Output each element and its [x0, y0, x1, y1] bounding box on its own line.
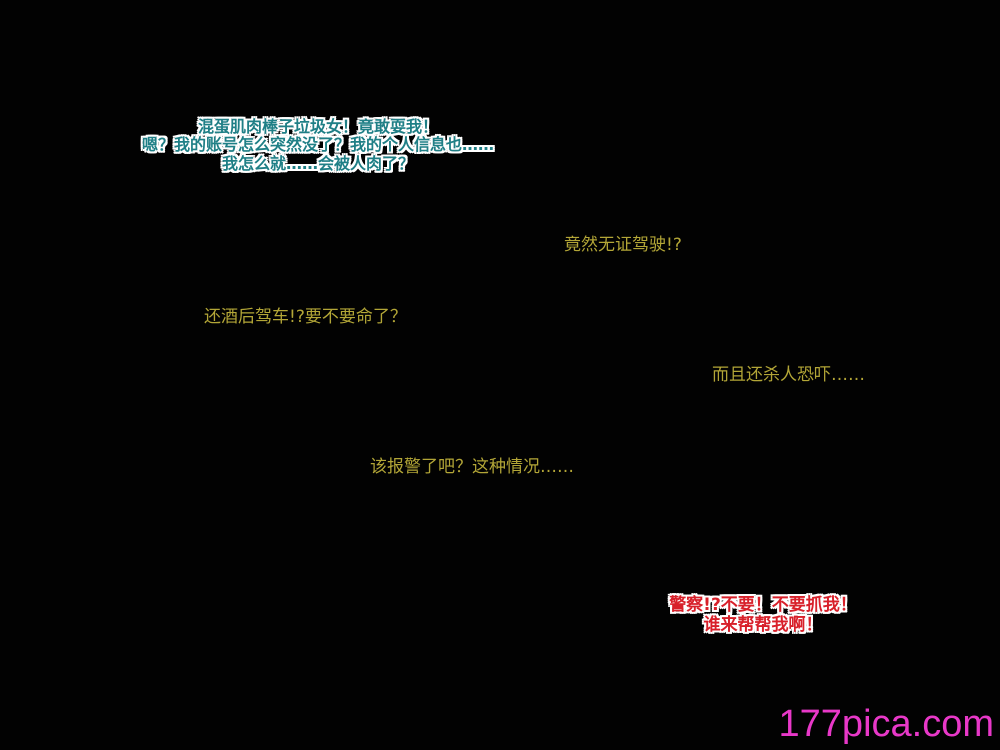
red-dialogue-line-2: 谁来帮帮我啊！ — [703, 614, 823, 635]
red-dialogue: 警察!?不要！不要抓我！ 谁来帮帮我啊！ — [640, 595, 886, 635]
teal-dialogue-line-2: 嗯？我的账号怎么突然没了？我的个人信息也…… — [141, 135, 494, 155]
teal-dialogue: 混蛋肌肉棒子垃圾女！竟敢耍我！ 嗯？我的账号怎么突然没了？我的个人信息也…… 我… — [78, 117, 558, 173]
narration-line-3: 而且还杀人恐吓…… — [712, 365, 865, 385]
narration-line-2: 还酒后驾车!?要不要命了？ — [204, 307, 407, 327]
site-watermark: 177pica.com — [778, 703, 994, 745]
teal-dialogue-line-3: 我怎么就……会被人肉了？ — [221, 153, 414, 173]
narration-line-1: 竟然无证驾驶!? — [564, 235, 682, 255]
narration-line-4: 该报警了吧？这种情况…… — [370, 457, 574, 477]
red-dialogue-line-1: 警察!?不要！不要抓我！ — [669, 595, 857, 615]
teal-dialogue-line-1: 混蛋肌肉棒子垃圾女！竟敢耍我！ — [197, 117, 438, 136]
